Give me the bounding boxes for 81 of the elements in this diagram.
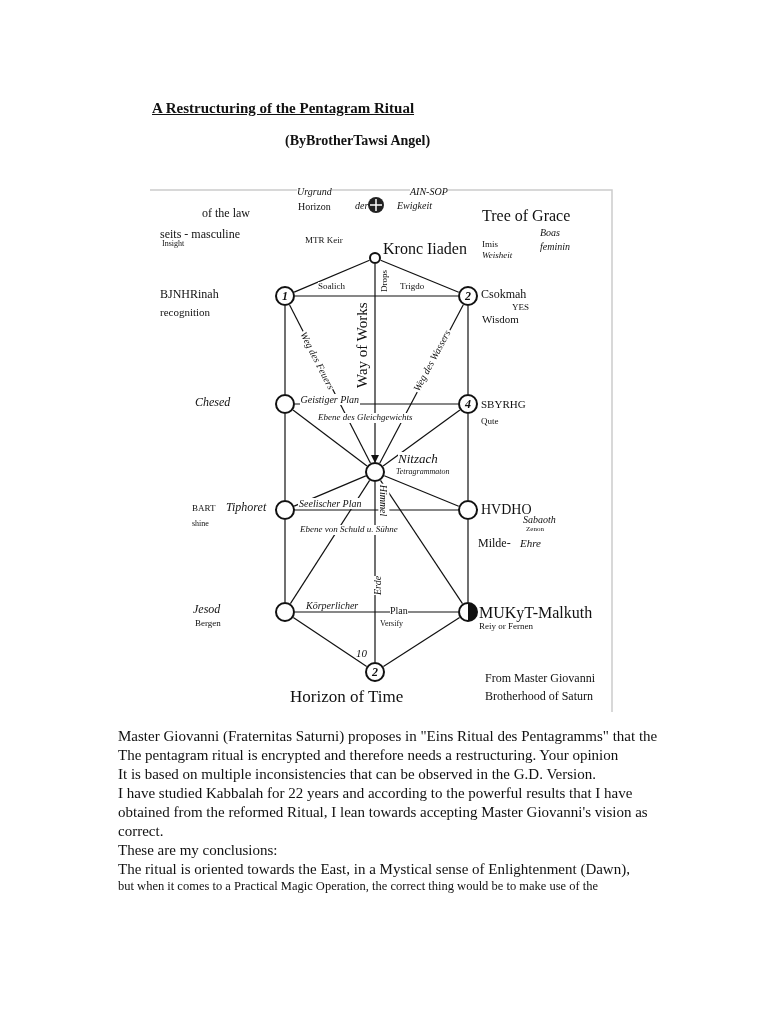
node-caption: YES: [512, 303, 529, 313]
body-text: obtained from the reformed Ritual, I lean towards accepting Master Giovanni's vision as: [118, 804, 648, 821]
text-label: AIN-SOP: [410, 186, 448, 197]
node-caption: Bergen: [195, 619, 221, 629]
node-caption: Reiy or Fernen: [479, 622, 533, 632]
text-label: (ByBrotherTawsi Angel): [285, 133, 431, 149]
text-label: Horizon: [298, 201, 331, 212]
text-label: Versify: [380, 620, 404, 629]
connector-line: [284, 305, 286, 395]
node-caption: SBYRHG: [481, 398, 526, 411]
text-label: Boas: [540, 227, 560, 238]
circle-node: [458, 500, 478, 520]
node-caption: Tetragrammaton: [396, 468, 450, 477]
connector-line: [374, 481, 376, 663]
circle-node: 2: [458, 286, 478, 306]
connector-line: [284, 413, 286, 501]
circle-node: [275, 602, 295, 622]
text-label: Ebene von Schuld u. Sühne: [300, 525, 398, 535]
connector-line: [467, 519, 469, 603]
text-label: Insight: [162, 240, 185, 249]
text-label: MTR Keir: [305, 236, 343, 246]
connector-line: [383, 475, 460, 507]
connector-line: [289, 479, 371, 605]
connector-line: [294, 509, 459, 511]
node-caption: Ehre: [520, 537, 541, 550]
connector-line: [380, 259, 460, 293]
text-label: Ebene des Gleichgewichts: [318, 413, 413, 423]
circle-node: 4: [458, 394, 478, 414]
circle-node: [458, 602, 478, 622]
text-label: Ewigkeit: [397, 200, 432, 211]
body-text: I have studied Kabbalah for 22 years and according to the powerful results that I have: [118, 785, 633, 802]
node-caption: shine: [192, 520, 209, 529]
circle-node: [369, 252, 381, 264]
circle-node: [275, 394, 295, 414]
edge-label: Körperlicher: [305, 599, 360, 611]
text-label: Drops: [380, 270, 390, 292]
node-caption: 10: [356, 647, 367, 660]
text-label: Imis: [482, 240, 498, 250]
body-text: These are my conclusions:: [118, 842, 278, 859]
connector-line: [467, 413, 469, 501]
node-caption: Wisdom: [482, 313, 519, 326]
connector-line: [294, 611, 459, 613]
text-label: Plan: [390, 605, 408, 616]
connector-line: [467, 305, 469, 395]
body-text: It is based on multiple inconsistencies that can be observed in the G.D. Version.: [118, 766, 596, 783]
circle-node: [275, 500, 295, 520]
node-caption: MUKyT-Malkuth: [479, 604, 593, 622]
node-caption: Tiphoret: [226, 501, 267, 515]
circle-node: [365, 462, 385, 482]
body-text: Master Giovanni (Fraternitas Saturni) proposes in "Eins Ritual des Pentagramms" that the: [118, 728, 658, 745]
body-text: The pentagram ritual is encrypted and therefore needs a restructuring. Your opinion: [118, 747, 619, 764]
node-caption: recognition: [160, 306, 211, 319]
text-label: Weisheit: [482, 251, 513, 261]
text-label: Urgrund: [297, 186, 332, 197]
text-label: Trigdo: [400, 282, 425, 292]
node-caption: Sabaoth: [523, 514, 556, 525]
connector-line: [379, 479, 464, 605]
edge-label: Way of Works: [353, 300, 371, 389]
connector-line: [371, 263, 379, 463]
body-text: but when it comes to a Practical Magic Operation, the correct thing would be to make use of the: [118, 880, 599, 894]
text-label: Soalich: [318, 282, 345, 292]
circle-node: 2: [365, 662, 385, 682]
connector-line: [292, 409, 368, 467]
node-caption: Qute: [481, 417, 499, 427]
text-label: Erde: [372, 575, 383, 595]
connector-line: [382, 409, 461, 467]
body-text: The ritual is oriented towards the East, in a Mystical sense of Enlightenment (Dawn),: [118, 861, 630, 878]
text-label: feminin: [540, 241, 570, 252]
connector-line: [284, 519, 286, 603]
edge-label: Geistiger Plan: [299, 393, 361, 405]
node-caption: BART: [192, 504, 216, 514]
connector-line: [293, 259, 371, 293]
circle-node: 1: [275, 286, 295, 306]
text-label: der: [355, 200, 369, 211]
connector-line: [292, 616, 368, 668]
connector-line: [382, 616, 461, 668]
connector-line: [294, 295, 459, 297]
title: A Restructuring of the Pentagram Ritual: [152, 100, 415, 117]
edge-label: Weg des Feuers: [297, 328, 337, 392]
edge-label: Himmel: [378, 483, 390, 517]
edge-label: Seelischer Plan: [298, 497, 363, 509]
